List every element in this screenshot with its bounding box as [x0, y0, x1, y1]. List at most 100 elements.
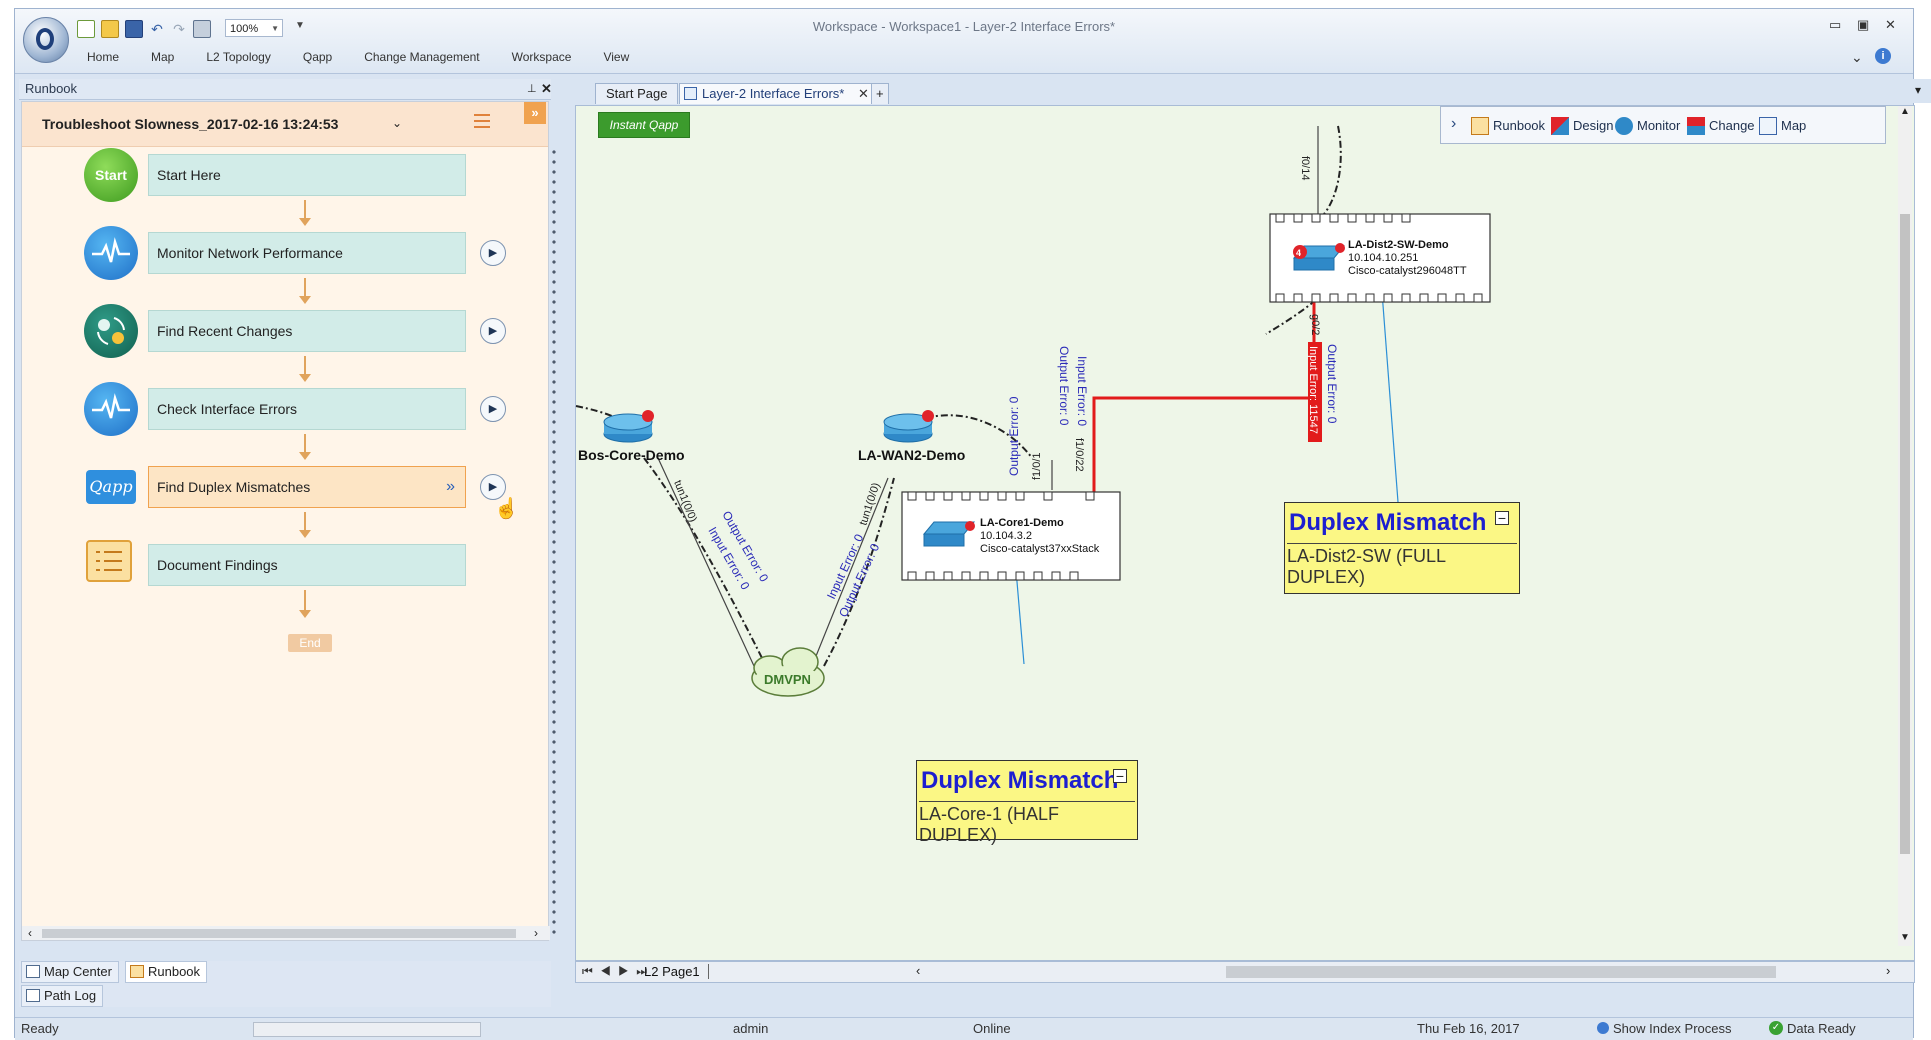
start-icon[interactable]: Start	[84, 148, 138, 202]
scroll-up-icon[interactable]: ▲	[1900, 106, 1910, 117]
scroll-thumb[interactable]	[42, 929, 516, 938]
runbook-pane-header: Runbook ⊥ ✕	[19, 79, 552, 100]
note-dist-duplex[interactable]: Duplex Mismatch − LA-Dist2-SW (FULL DUPL…	[1284, 502, 1520, 594]
new-icon[interactable]	[77, 20, 95, 38]
changes-icon	[84, 304, 138, 358]
menu-workspace[interactable]: Workspace	[511, 50, 572, 64]
menu-map[interactable]: Map	[151, 50, 175, 64]
save-icon[interactable]	[125, 20, 143, 38]
horizontal-scrollbar[interactable]: ‹ ›	[22, 926, 550, 940]
toolbar-label: Design	[1573, 118, 1614, 133]
step-monitor-network-performance[interactable]: Monitor Network Performance	[148, 232, 466, 274]
play-button[interactable]: ▶	[480, 240, 506, 266]
scroll-left-icon[interactable]: ‹	[916, 963, 921, 978]
runbook-button[interactable]: Runbook	[1471, 117, 1545, 135]
link-label: Input Error: 0	[1075, 356, 1089, 426]
scroll-right-icon[interactable]: ›	[534, 926, 538, 940]
tab-list-icon[interactable]: ▾	[1915, 83, 1922, 97]
play-button[interactable]: ▶	[480, 318, 506, 344]
step-find-duplex-mismatches[interactable]: Find Duplex Mismatches»	[148, 466, 466, 508]
step-find-recent-changes[interactable]: Find Recent Changes	[148, 310, 466, 352]
step-document-findings[interactable]: Document Findings	[148, 544, 466, 586]
map-canvas[interactable]: Bos-Core-Demo LA-WAN2-Demo LA-Core1-Demo…	[575, 105, 1915, 961]
design-button[interactable]: Design	[1551, 117, 1613, 135]
flow-arrow	[299, 512, 311, 538]
scroll-thumb[interactable]	[1226, 966, 1776, 978]
minimize-note-icon[interactable]: −	[1495, 511, 1509, 525]
status-connection: Online	[973, 1021, 1011, 1036]
map-doc-icon	[684, 87, 697, 100]
print-icon[interactable]	[193, 20, 211, 38]
splitter-handle[interactable]	[551, 147, 557, 937]
collapse-ribbon-icon[interactable]: ⌄	[1851, 49, 1863, 65]
core-model: Cisco-catalyst37xxStack	[980, 543, 1100, 555]
help-icon[interactable]: i	[1875, 48, 1891, 64]
step-check-interface-errors[interactable]: Check Interface Errors	[148, 388, 466, 430]
tab-layer2-interface-errors[interactable]: Layer-2 Interface Errors* ✕	[679, 83, 880, 104]
menu-change-management[interactable]: Change Management	[364, 50, 480, 64]
link-dist-uplink	[1317, 125, 1342, 221]
zoom-select[interactable]: 100%▼	[225, 19, 283, 37]
show-index-process-link[interactable]: Show Index Process	[1613, 1021, 1732, 1036]
minimize-note-icon[interactable]: −	[1113, 769, 1127, 783]
page-navigation-bar: ⏮ ◀ ▶ ⏭ L2 Page1 ‹ ›	[575, 961, 1915, 983]
step-start-here[interactable]: Start Here	[148, 154, 466, 196]
tab-runbook[interactable]: Runbook	[125, 961, 208, 983]
hand-cursor-icon: ☝	[494, 498, 519, 520]
play-button[interactable]: ▶	[480, 396, 506, 422]
pin-icon[interactable]: ⊥	[527, 83, 537, 95]
map-button[interactable]: Map	[1759, 117, 1806, 135]
instant-qapp-button[interactable]: Instant Qapp	[598, 112, 690, 138]
open-folder-icon[interactable]	[101, 20, 119, 38]
redo-icon[interactable]: ↷	[173, 21, 185, 37]
left-pane-tabs: Map Center Runbook Path Log	[19, 961, 551, 1007]
scroll-left-icon[interactable]: ‹	[28, 926, 32, 940]
restore-icon[interactable]: ▣	[1857, 17, 1870, 32]
qat-customize-icon[interactable]: ▼	[295, 20, 305, 31]
link-bos-dmvpn	[643, 457, 767, 667]
change-button[interactable]: Change	[1687, 117, 1755, 135]
start-icon-label: Start	[95, 167, 127, 183]
menu-icon[interactable]	[474, 114, 490, 128]
scroll-down-icon[interactable]: ▼	[1900, 932, 1910, 943]
scroll-thumb[interactable]	[1900, 214, 1910, 854]
play-button[interactable]: ▶	[480, 474, 506, 500]
status-ready: Ready	[21, 1021, 59, 1036]
runbook-dropdown-icon[interactable]: ⌄	[392, 116, 403, 130]
vertical-scrollbar[interactable]: ▲ ▼	[1898, 106, 1912, 946]
new-tab-button[interactable]: +	[871, 83, 889, 104]
note-connector-core	[1015, 569, 1025, 665]
menu-view[interactable]: View	[603, 50, 630, 64]
menu-home[interactable]: Home	[87, 50, 120, 64]
close-pane-icon[interactable]: ✕	[541, 81, 552, 96]
qapp-icon-label: Qapp	[89, 477, 133, 496]
expand-double-chevron-icon[interactable]: »	[524, 102, 546, 124]
tab-map-center[interactable]: Map Center	[21, 961, 119, 983]
qapp-icon: Qapp	[86, 470, 136, 504]
tab-l2-page1[interactable]: L2 Page1	[644, 964, 709, 979]
tab-start-page[interactable]: Start Page	[595, 83, 679, 104]
link-label: Output Error: 0	[1057, 346, 1071, 426]
tab-path-log[interactable]: Path Log	[21, 985, 104, 1007]
ribbon-menu: Home Map L2 Topology Qapp Change Managem…	[71, 50, 645, 68]
change-icon	[1687, 117, 1705, 135]
menu-qapp[interactable]: Qapp	[302, 50, 333, 64]
undo-icon[interactable]: ↶	[151, 21, 163, 37]
scroll-right-icon[interactable]: ›	[1886, 963, 1891, 978]
close-tab-icon[interactable]: ✕	[857, 86, 869, 101]
note-body: LA-Core-1 (HALF DUPLEX)	[919, 801, 1135, 846]
note-body: LA-Dist2-SW (FULL DUPLEX)	[1287, 543, 1517, 588]
toolbar-label: Change	[1709, 118, 1755, 133]
menu-l2-topology[interactable]: L2 Topology	[206, 50, 271, 64]
tab-label: Runbook	[148, 964, 201, 979]
minimize-icon[interactable]: ▭	[1829, 17, 1842, 32]
app-logo-icon[interactable]	[23, 17, 69, 63]
design-icon	[1551, 117, 1569, 135]
note-heading: Duplex Mismatch	[1289, 509, 1487, 536]
page-nav-icons[interactable]: ⏮ ◀ ▶ ⏭	[582, 964, 650, 978]
monitor-button[interactable]: Monitor	[1615, 117, 1680, 135]
note-core-duplex[interactable]: Duplex Mismatch − LA-Core-1 (HALF DUPLEX…	[916, 760, 1138, 845]
chevron-right-icon[interactable]: ›	[1451, 115, 1457, 132]
flow-arrow	[299, 356, 311, 382]
close-icon[interactable]: ✕	[1885, 17, 1896, 32]
